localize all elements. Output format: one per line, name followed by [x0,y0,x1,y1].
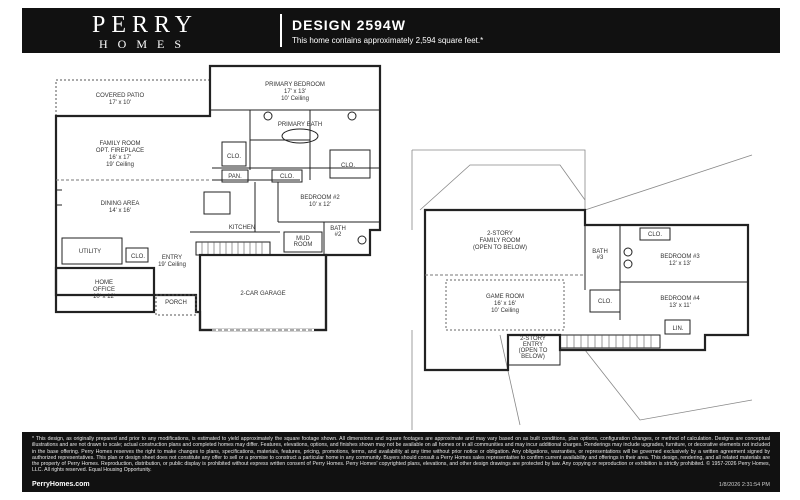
bath-2-number: #2 [335,232,342,238]
first-floor-labels: COVERED PATIO 17' x 10' FAMILY ROOM OPT.… [79,82,356,306]
entry-2-label: 2-STORY [520,336,546,342]
first-floor-plan [54,64,382,332]
footer-banner: * This design, as originally prepared an… [22,432,780,492]
dining-area-size: 14' x 16' [109,208,131,214]
roof-lines [499,334,753,426]
entry-2-label: (OPEN TO [519,348,548,354]
closet-label: CLO. [280,174,294,180]
print-timestamp: 1/8/2026 2:31:54 PM [718,482,770,488]
bedroom-3-size: 12' x 13' [669,261,691,267]
bedroom-4-size: 13' x 11' [669,303,691,309]
bedroom-2-size: 10' x 12' [309,202,331,208]
primary-bedroom-label: PRIMARY BEDROOM [265,82,325,88]
window-marks [56,189,62,206]
brand-name: PERRY [91,12,199,38]
header-divider [280,14,282,47]
closet-label: CLO. [598,299,612,305]
sink [263,111,273,121]
entry-2-label: BELOW) [521,354,545,360]
porch-label: PORCH [165,300,187,306]
covered-patio-label: COVERED PATIO [96,93,145,99]
kitchen-island [203,191,231,215]
family-room-2-label: 2-STORY [487,231,513,237]
entry-ceiling: 19' Ceiling [158,262,186,268]
toilet [357,235,367,245]
closet-label: CLO. [341,163,355,169]
shower [329,149,371,179]
utility-label: UTILITY [79,249,101,255]
linen-label: LIN. [672,326,683,332]
bedroom-2-label: BEDROOM #2 [300,195,340,201]
brand-logo: PERRY HOMES [40,13,250,51]
bath-3-number: #3 [597,255,604,261]
roof-lines [419,164,586,211]
mud-room-label: ROOM [294,242,313,248]
entry-2-label: ENTRY [523,342,543,348]
closet [125,247,149,263]
bedroom-4-label: BEDROOM #4 [660,296,700,302]
bath-3-label: BATH [592,249,608,255]
family-room-label: FAMILY ROOM [99,141,140,147]
entry-open-area [507,334,561,366]
bath-2-label: BATH [330,226,346,232]
covered-patio-size: 17' x 10' [109,100,131,106]
home-office-size: 10' x 12' [93,294,115,300]
mud-room [283,231,323,253]
pantry [221,169,249,183]
game-room-size: 16' x 16' [494,301,516,307]
mud-room-label: MUD [296,236,310,242]
home-office-label: HOME [95,280,113,286]
family-room-option: OPT. FIREPLACE [96,148,144,154]
disclaimer-text: * This design, as originally prepared an… [32,436,770,474]
second-floor-labels: 2-STORY FAMILY ROOM (OPEN TO BELOW) GAME… [473,231,700,360]
primary-bedroom-size: 17' x 13' [284,89,306,95]
dining-area-label: DINING AREA [101,201,140,207]
website-link[interactable]: PerryHomes.com [32,481,90,488]
bathtub [281,128,319,144]
sink [347,111,357,121]
primary-bedroom-ceiling: 10' Ceiling [281,96,309,102]
header-banner: PERRY HOMES DESIGN 2594W This home conta… [22,8,780,53]
pantry-label: PAN. [228,174,242,180]
closet-label: CLO. [131,254,145,260]
stair-treads [201,242,263,255]
game-room-ceiling: 10' Ceiling [491,308,519,314]
second-floor-plan [411,149,753,430]
linen [664,319,691,335]
design-subtitle: This home contains approximately 2,594 s… [292,36,484,45]
design-title: DESIGN 2594W [292,17,406,33]
closet [221,141,247,167]
roof-lines [411,149,753,430]
closet [271,169,303,183]
home-office [54,266,156,314]
family-room-2-note: (OPEN TO BELOW) [473,245,527,251]
bedroom-3-label: BEDROOM #3 [660,254,700,260]
closet [589,289,621,313]
brand-sub: HOMES [98,37,191,51]
porch-area [155,294,197,316]
stair-treads [566,335,652,348]
family-room-size: 16' x 17' [109,155,131,161]
floor-plans: COVERED PATIO 17' x 10' FAMILY ROOM OPT.… [54,64,753,430]
closet-label: CLO. [227,154,241,160]
utility-room [61,237,123,265]
family-room-2-label: FAMILY ROOM [479,238,520,244]
game-room-label: GAME ROOM [486,294,524,300]
entry-label: ENTRY [162,255,182,261]
stairs [559,334,661,349]
garage-label: 2-CAR GARAGE [240,291,285,297]
home-office-label: OFFICE [93,287,115,293]
family-room-ceiling: 19' Ceiling [106,162,134,168]
kitchen-label: KITCHEN [229,225,255,231]
stairs [195,241,271,256]
sink [623,247,633,257]
closet-label: CLO. [648,232,662,238]
primary-bath-label: PRIMARY BATH [278,122,322,128]
second-floor-outline [423,208,750,372]
closet [639,227,671,241]
toilet [623,259,633,269]
